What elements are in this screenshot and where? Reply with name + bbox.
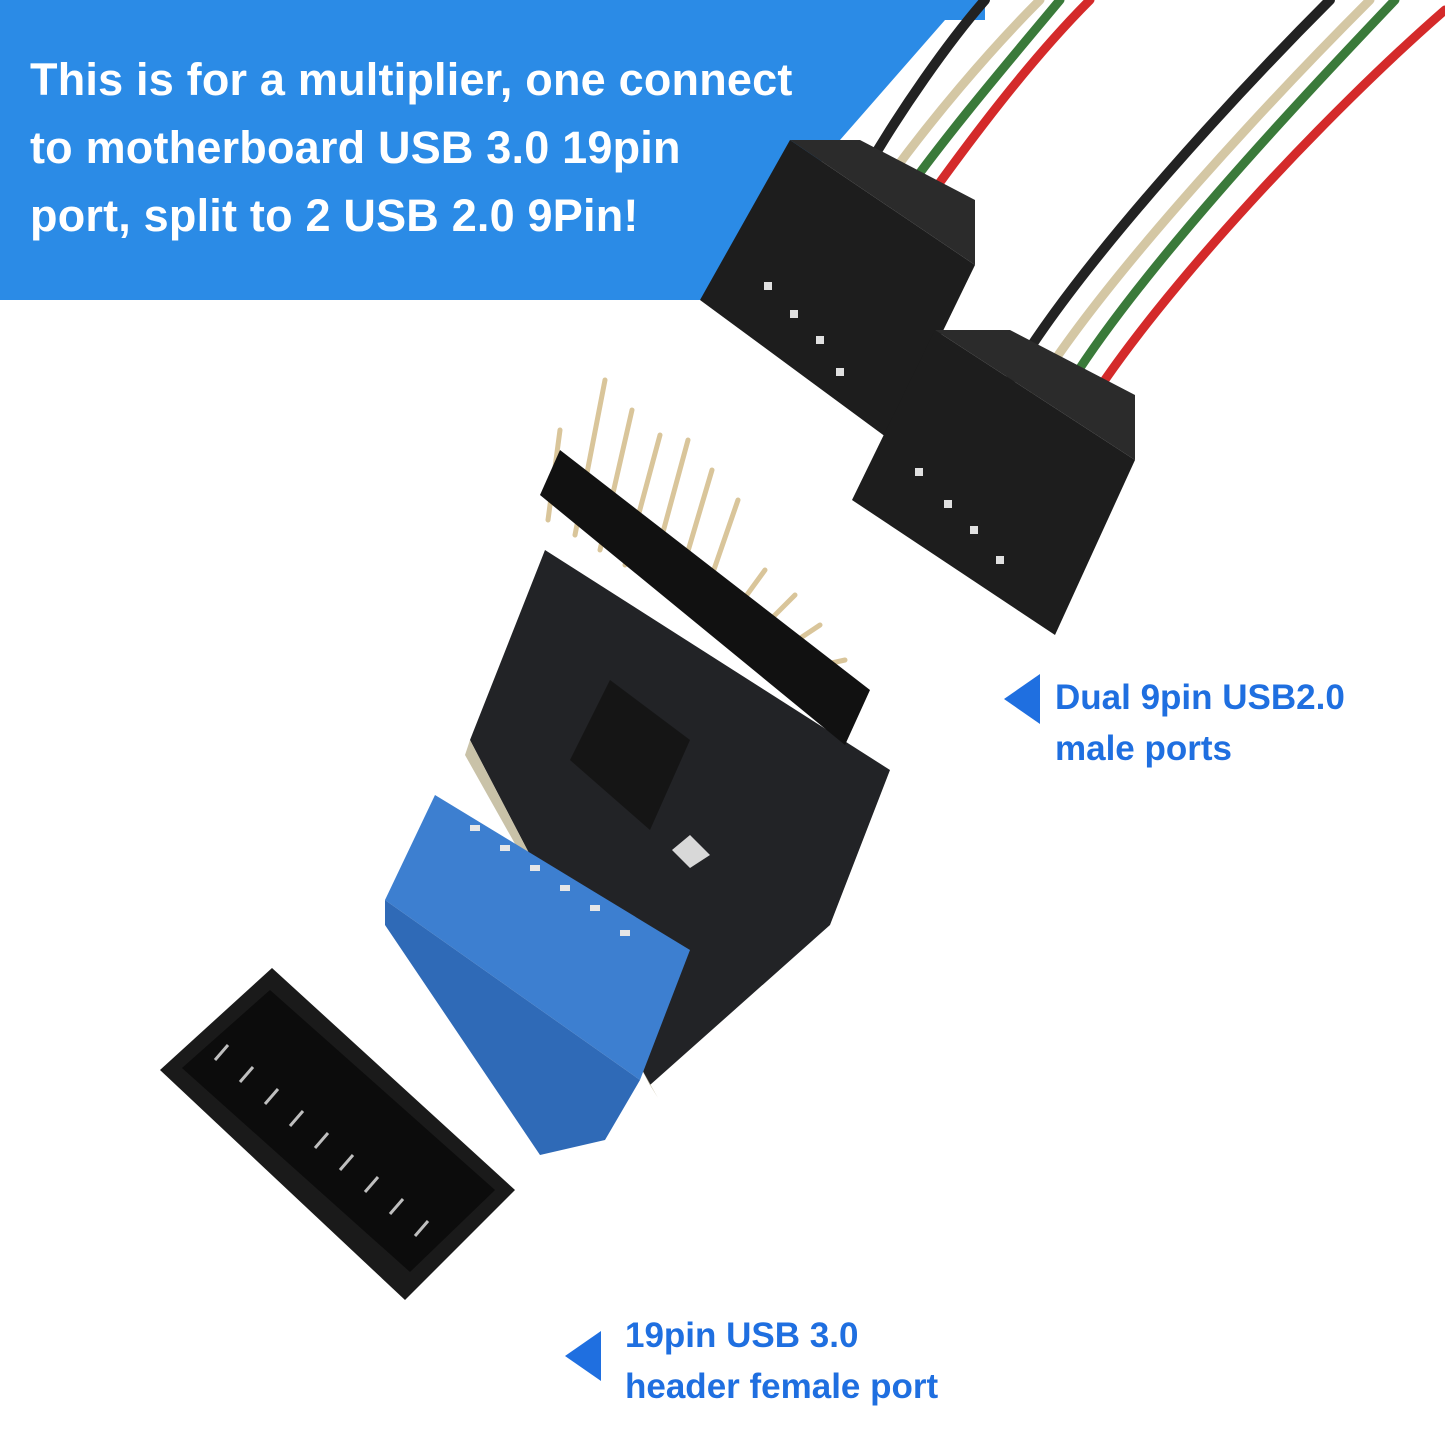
usb3-19pin-female-connector (160, 968, 515, 1300)
female-port-callout-line-1: 19pin USB 3.0 (625, 1316, 859, 1355)
left-triangle-icon (565, 1331, 601, 1381)
usb2-9pin-connector-2 (852, 330, 1135, 635)
female-port-callout: 19pin USB 3.0 header female port (625, 1310, 938, 1412)
headline-text: This is for a multiplier, one connect to… (30, 46, 910, 250)
male-ports-callout-line-1: Dual 9pin USB2.0 (1055, 678, 1345, 717)
headline-line-2: to motherboard USB 3.0 19pin (30, 122, 681, 173)
banner-background (0, 0, 985, 300)
female-port-callout-line-2: header female port (625, 1367, 939, 1406)
left-triangle-icon (1004, 674, 1040, 724)
headline-banner: This is for a multiplier, one connect to… (0, 0, 1445, 300)
male-ports-callout-line-2: male ports (1055, 729, 1232, 768)
usb2-9pin-connector-1 (700, 140, 975, 440)
male-ports-callout: Dual 9pin USB2.0 male ports (1055, 672, 1345, 774)
usb2-cable-bundle (855, 0, 1445, 415)
usb3-to-usb2-adapter-board (385, 377, 890, 1155)
headline-line-3: port, split to 2 USB 2.0 9Pin! (30, 190, 639, 241)
headline-line-1: This is for a multiplier, one connect (30, 54, 793, 105)
